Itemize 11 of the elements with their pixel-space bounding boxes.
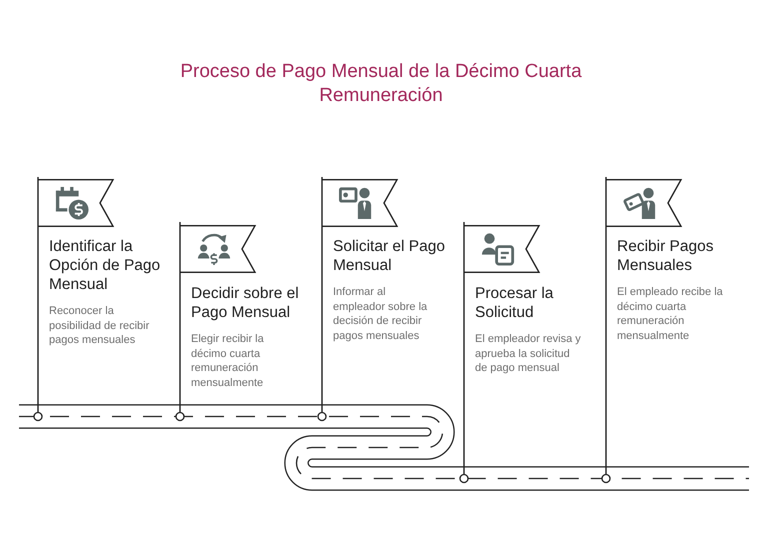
step-description: Elegir recibir la décimo cuarta remuneración mensualmente bbox=[191, 332, 265, 390]
step-heading: Procesar la Solicitud bbox=[475, 284, 554, 322]
step-heading: Identificar la Opción de Pago Mensual bbox=[49, 237, 162, 294]
step-description: Reconocer la posibilidad de recibir pagos mensuales bbox=[49, 304, 150, 348]
step-description: El empleado recibe la décimo cuarta remuneración mensualmente bbox=[617, 285, 724, 343]
step-heading: Decidir sobre el Pago Mensual bbox=[191, 284, 300, 322]
step-heading: Recibir Pagos Mensuales bbox=[617, 237, 714, 275]
step-description: Informar al empleador sobre la decisión de recibir pagos mensuales bbox=[333, 285, 428, 343]
step-heading: Solicitar el Pago Mensual bbox=[333, 237, 446, 275]
diagram-title: Proceso de Pago Mensual de la Décimo Cuarta Remuneración bbox=[179, 60, 583, 108]
step-description: El empleador revisa y aprueba la solicitud de pago mensual bbox=[475, 332, 582, 376]
